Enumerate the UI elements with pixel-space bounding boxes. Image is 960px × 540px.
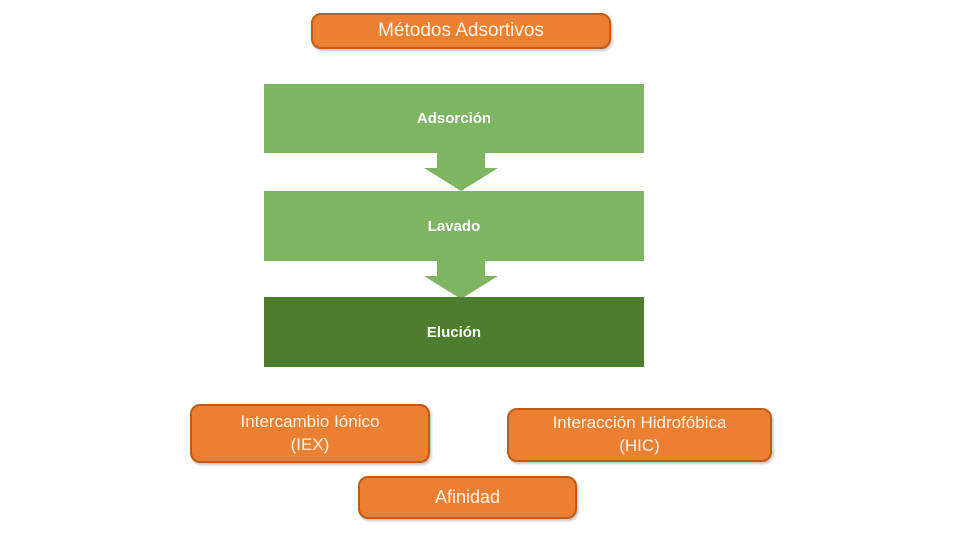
flow-step-lavado-label: Lavado xyxy=(427,217,481,235)
flow-step-adsorcion-label: Adsorción xyxy=(416,110,492,127)
method-iex-name: Intercambio Iónico xyxy=(240,411,380,431)
title-label: Métodos Adsortivos xyxy=(378,20,544,42)
down-arrow-icon xyxy=(424,260,498,299)
method-afinidad-label: Afinidad xyxy=(434,487,501,508)
flow-step-elucion-label: Elución xyxy=(426,323,482,341)
down-arrow-icon xyxy=(424,152,498,191)
flow-step-adsorcion: Adsorción xyxy=(264,84,644,153)
method-iex-abbreviation: (IEX) xyxy=(290,434,330,454)
method-hic-name: Interacción Hidrofóbica xyxy=(552,413,727,433)
title-box-metodos-adsortivos: Métodos Adsortivos xyxy=(311,13,611,49)
flow-step-elucion: Elución xyxy=(264,297,644,367)
method-box-hic: Interacción Hidrofóbica (HIC) xyxy=(507,408,772,462)
flow-step-lavado: Lavado xyxy=(264,191,644,261)
method-box-afinidad: Afinidad xyxy=(358,476,577,519)
method-box-iex: Intercambio Iónico (IEX) xyxy=(190,404,430,463)
method-hic-abbreviation: (HIC) xyxy=(619,436,660,455)
